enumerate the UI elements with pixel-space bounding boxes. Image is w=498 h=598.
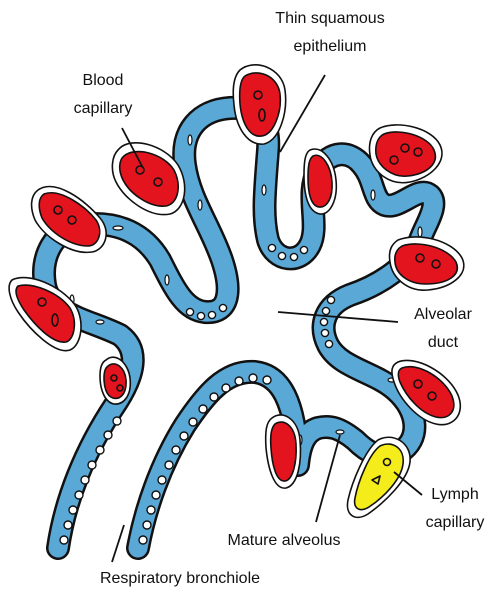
label-alveolar-duct: Alveolar duct (398, 304, 488, 354)
blood-capillary (100, 357, 130, 404)
label-lymph-capillary: Lymph capillary (414, 484, 496, 534)
label-line: Mature alveolus (196, 530, 372, 552)
label-line: Blood (58, 70, 148, 92)
leader-mature-alveolus (316, 435, 340, 522)
blood-capillary (9, 278, 81, 351)
blood-capillary (266, 415, 301, 488)
label-line: duct (398, 332, 488, 354)
label-mature-alveolus: Mature alveolus (196, 530, 372, 552)
label-line: Alveolar (398, 304, 488, 326)
label-line: Respiratory bronchiole (60, 568, 300, 590)
label-blood-capillary: Blood capillary (58, 70, 148, 120)
label-line: capillary (58, 98, 148, 120)
label-line: Thin squamous (250, 8, 410, 30)
label-respiratory-bronchiole: Respiratory bronchiole (60, 568, 300, 590)
blood-capillary (369, 125, 441, 183)
leader-thin-squamous (280, 75, 325, 152)
label-line: Lymph (414, 484, 496, 506)
blood-capillary (389, 237, 463, 290)
label-thin-squamous-epithelium: Thin squamous epithelium (250, 8, 410, 58)
label-line: epithelium (250, 36, 410, 58)
label-line: capillary (414, 512, 496, 534)
blood-capillary (233, 65, 285, 144)
leader-respiratory-bronchiole (112, 525, 124, 562)
